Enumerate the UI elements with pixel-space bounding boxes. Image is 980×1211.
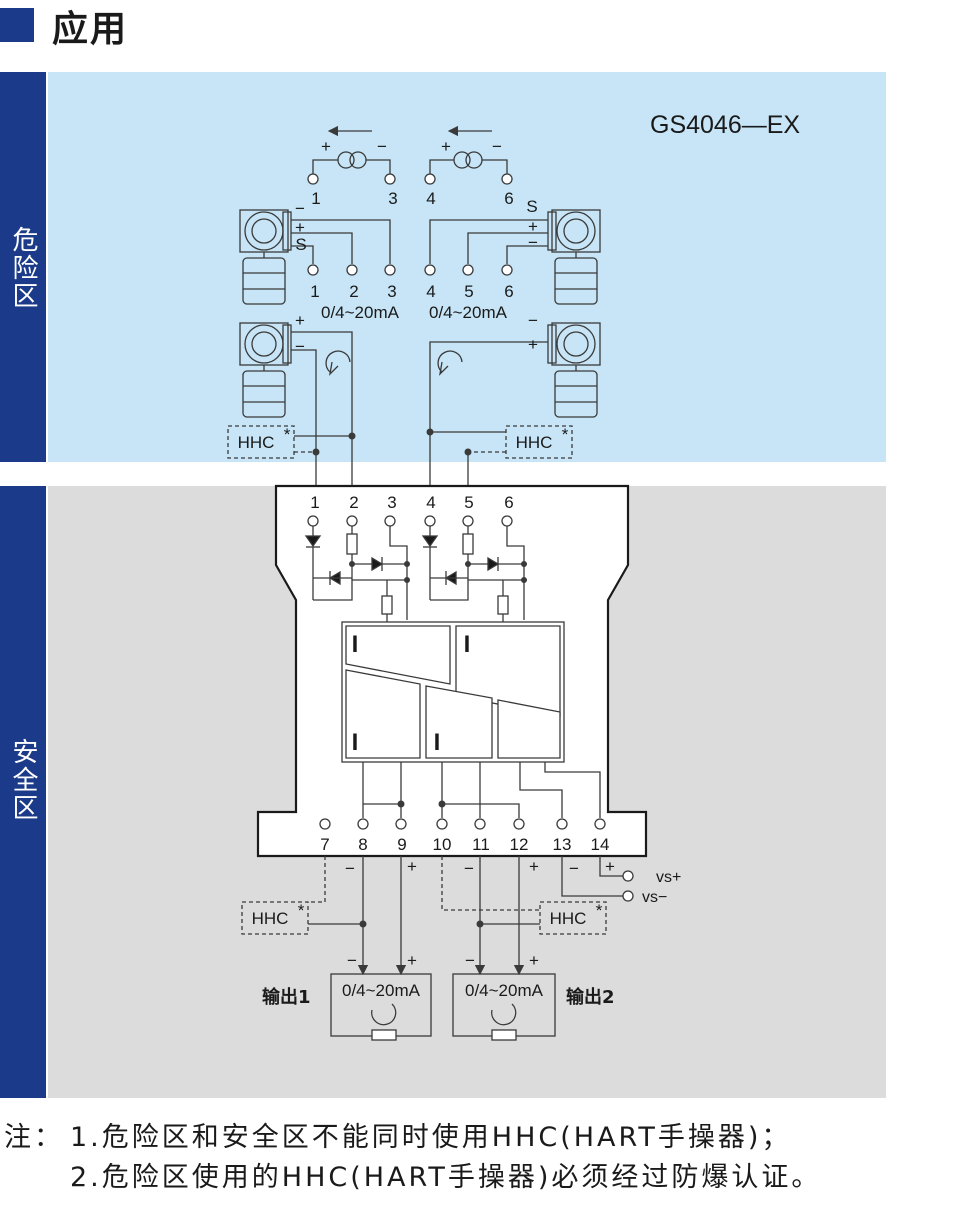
notes: 注：1.危险区和安全区不能同时使用HHC(HART手操器)； 2.危险区使用的H… xyxy=(4,1118,821,1198)
mid-terminal-5: 5 xyxy=(464,282,473,301)
out-14-plus: + xyxy=(605,857,615,876)
current-source-left-icon xyxy=(312,125,391,174)
source-right-plus: + xyxy=(441,137,451,156)
load1-plus: + xyxy=(407,951,417,970)
diode-right-icon xyxy=(421,526,439,600)
output-terminal-11: 11 xyxy=(472,835,490,854)
top-terminal-3: 3 xyxy=(388,189,397,208)
mid-terminal-4: 4 xyxy=(426,282,435,301)
out-9-plus: + xyxy=(407,857,417,876)
transmitter-left-top-icon xyxy=(239,209,292,305)
input-terminal-4: 4 xyxy=(426,493,435,512)
hhc-hazard-left-label: HHC xyxy=(238,433,275,452)
load2-range: 0/4~20mA xyxy=(465,981,544,1000)
input-terminal-3: 3 xyxy=(387,493,396,512)
transmitter-right-bottom-icon xyxy=(547,322,601,418)
tx-rb-minus: − xyxy=(528,311,538,330)
note-row-2: 2.危险区使用的HHC(HART手操器)必须经过防爆认证。 xyxy=(4,1158,821,1198)
output-terminal-8: 8 xyxy=(358,835,367,854)
module-glyph-2: I xyxy=(464,631,471,658)
load1-range: 0/4~20mA xyxy=(342,981,421,1000)
output2-label: 输出2 xyxy=(566,986,615,1008)
range-left: 0/4~20mA xyxy=(321,303,400,322)
module-glyph-1: I xyxy=(352,631,359,658)
output-terminal-12: 12 xyxy=(510,835,529,854)
load1-minus: − xyxy=(347,951,357,970)
diode-left-icon xyxy=(304,526,322,600)
source-left-plus: + xyxy=(321,137,331,156)
module-glyph-3: I xyxy=(352,729,359,756)
output-terminal-10: 10 xyxy=(433,835,452,854)
transmitter-right-top-icon xyxy=(547,209,601,305)
zener-right-b-icon xyxy=(430,570,468,586)
source-left-minus: − xyxy=(377,137,387,156)
tx-lb-plus: + xyxy=(295,311,305,330)
tx-rt-minus: − xyxy=(528,233,538,252)
tx-lb-minus: − xyxy=(295,337,305,356)
output-terminal-14: 14 xyxy=(591,835,610,854)
load2-plus: + xyxy=(529,951,539,970)
hhc-hazard-right-asterisk: * xyxy=(562,425,569,444)
source-right-minus: − xyxy=(492,137,502,156)
output1-label: 输出1 xyxy=(262,986,311,1008)
page-title: 应用 xyxy=(52,9,129,50)
top-terminal-4: 4 xyxy=(426,189,435,208)
tx-rt-s: S xyxy=(526,197,537,216)
mid-terminal-6: 6 xyxy=(504,282,513,301)
zener-right-a-icon xyxy=(487,556,500,572)
mid-terminal-1: 1 xyxy=(310,282,319,301)
transmitter-left-bottom-icon xyxy=(239,322,292,418)
module-glyph-4: I xyxy=(434,729,441,756)
hazardous-zone-bar xyxy=(0,72,46,462)
output-terminal-7: 7 xyxy=(320,835,329,854)
current-source-right-icon xyxy=(429,125,508,174)
hhc-safe-left-label: HHC xyxy=(252,909,289,928)
safe-zone-bar xyxy=(0,486,46,1098)
model-label: GS4046—EX xyxy=(650,111,800,139)
note-line-2: 2.危险区使用的HHC(HART手操器)必须经过防爆认证。 xyxy=(70,1162,822,1193)
tx-rb-plus: + xyxy=(528,335,538,354)
note-row-1: 注：1.危险区和安全区不能同时使用HHC(HART手操器)； xyxy=(4,1118,821,1158)
input-terminal-1: 1 xyxy=(310,493,319,512)
wiring-diagram: 危险区 安全区 GS4046—EX xyxy=(0,72,886,1098)
tx-lt-s: S xyxy=(295,235,306,254)
page-header: 应用 xyxy=(0,0,980,60)
mid-terminal-3: 3 xyxy=(387,282,396,301)
tx-lt-plus: + xyxy=(295,218,305,237)
out-13-minus: − xyxy=(569,859,579,878)
top-terminal-6: 6 xyxy=(504,189,513,208)
hhc-safe-right-asterisk: * xyxy=(596,901,603,920)
hazardous-zone-label: 危险区 xyxy=(8,226,38,310)
output-terminal-9: 9 xyxy=(397,835,406,854)
zener-left-a-icon xyxy=(371,556,384,572)
range-right: 0/4~20mA xyxy=(429,303,508,322)
input-terminal-5: 5 xyxy=(464,493,473,512)
out-11-minus: − xyxy=(464,859,474,878)
hhc-safe-left-asterisk: * xyxy=(298,901,305,920)
out-12-plus: + xyxy=(529,857,539,876)
safe-zone-label: 安全区 xyxy=(8,738,38,822)
hhc-hazard-left-asterisk: * xyxy=(284,425,291,444)
input-terminal-6: 6 xyxy=(504,493,513,512)
tx-lt-minus: − xyxy=(295,199,305,218)
tx-rt-plus: + xyxy=(528,217,538,236)
out-8-minus: − xyxy=(345,859,355,878)
output-terminal-13: 13 xyxy=(553,835,572,854)
top-terminal-1: 1 xyxy=(311,189,320,208)
note-line-1: 1.危险区和安全区不能同时使用HHC(HART手操器)； xyxy=(70,1122,792,1153)
input-terminal-2: 2 xyxy=(349,493,358,512)
zener-left-b-icon xyxy=(313,570,352,586)
mid-terminal-2: 2 xyxy=(349,282,358,301)
vs-plus-label: vs+ xyxy=(656,869,681,886)
hhc-safe-right-label: HHC xyxy=(550,909,587,928)
header-square-icon xyxy=(0,8,34,42)
vs-minus-label: vs− xyxy=(642,889,667,906)
notes-prefix: 注： xyxy=(4,1122,64,1153)
load2-minus: − xyxy=(465,951,475,970)
hhc-hazard-right-label: HHC xyxy=(516,433,553,452)
